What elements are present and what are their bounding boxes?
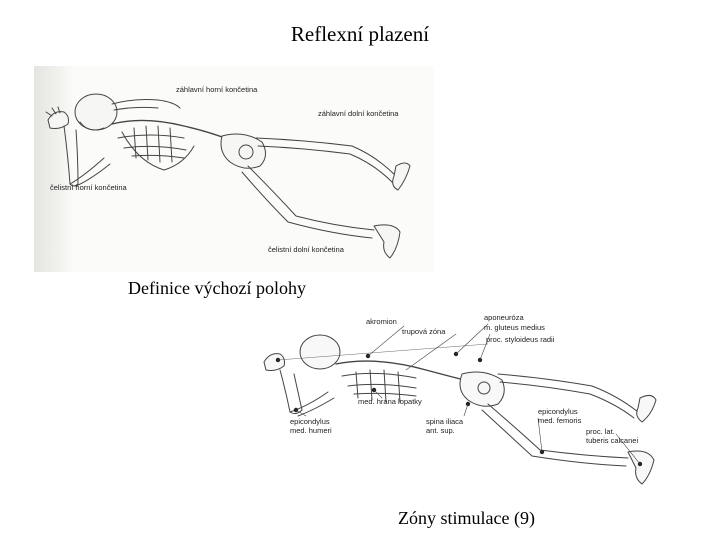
skeleton-drawing-1 bbox=[45, 93, 411, 259]
label-face-lower-limb: čelistní dolní končetina bbox=[268, 245, 344, 254]
caption-starting-position: Definice výchozí polohy bbox=[128, 278, 306, 298]
label-epicondyle-femur-line2: med. femoris bbox=[538, 416, 582, 425]
label-epicondyle-femur-line1: epicondylus bbox=[538, 407, 578, 416]
label-head-lower-limb: záhlavní dolní končetina bbox=[318, 109, 399, 118]
label-scapula-medial-border: med. hrana lopatky bbox=[358, 397, 422, 406]
label-gluteus-medius: m. gluteus medius bbox=[484, 323, 545, 332]
label-aponeurosis: aponeuróza bbox=[484, 313, 524, 322]
label-akromion: akromion bbox=[366, 317, 397, 326]
label-styloid-process: proc. styloideus radii bbox=[486, 335, 555, 344]
caption-stimulation-zones: Zóny stimulace (9) bbox=[398, 508, 535, 528]
label-epicondyle-humerus-line1: epicondylus bbox=[290, 417, 330, 426]
label-head-upper-limb: záhlavní horní končetina bbox=[176, 85, 258, 94]
skeleton-drawing-2 bbox=[263, 323, 657, 485]
starting-position-illustration: záhlavní horní končetina záhlavní dolní … bbox=[34, 66, 434, 272]
stimulation-zones-illustration: akromion trupová zóna aponeuróza m. glut… bbox=[256, 312, 668, 498]
label-face-upper-limb: čelistní horní končetina bbox=[50, 183, 127, 192]
label-iliac-spine-line2: ant. sup. bbox=[426, 426, 455, 435]
label-iliac-spine-line1: spina iliaca bbox=[426, 417, 464, 426]
label-calcaneus-line1: proc. lat. bbox=[586, 427, 615, 436]
scan-shadow bbox=[34, 66, 74, 272]
slide-title: Reflexní plazení bbox=[290, 22, 430, 46]
label-epicondyle-humerus-line2: med. humeri bbox=[290, 426, 332, 435]
label-calcaneus-line2: tuberis calcanei bbox=[586, 436, 639, 445]
label-trunk-zone: trupová zóna bbox=[402, 327, 446, 336]
